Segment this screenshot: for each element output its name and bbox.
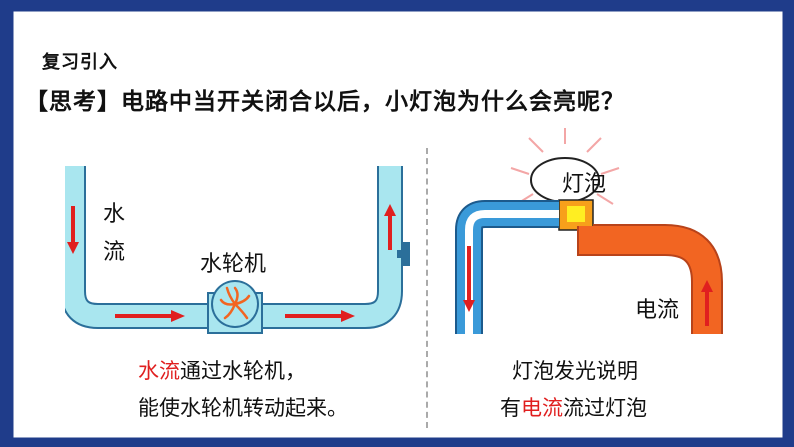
valve-icon	[397, 242, 410, 266]
right-caption-line2: 有电流流过灯泡	[500, 392, 647, 422]
left-caption-line2: 能使水轮机转动起来。	[138, 396, 348, 420]
turbine-icon	[207, 280, 263, 334]
right-caption-highlight: 电流	[521, 396, 563, 420]
label-water-char-1: 水	[103, 202, 126, 227]
right-caption-line1: 灯泡发光说明	[512, 359, 638, 383]
label-water-char-2: 流	[103, 240, 126, 265]
left-caption-rest: 通过水轮机，	[180, 359, 306, 383]
bulb-circuit-diagram	[455, 128, 723, 334]
flow-arrow-icon	[67, 204, 396, 322]
question-text: 【思考】电路中当开关闭合以后，小灯泡为什么会亮呢？	[25, 89, 625, 115]
section-title: 复习引入	[42, 52, 118, 73]
water-pipe-diagram	[65, 166, 410, 334]
label-bulb: 灯泡	[562, 172, 607, 197]
light-bulb-icon	[530, 157, 600, 231]
glow-rays	[510, 128, 620, 205]
right-caption-pre: 有	[500, 396, 521, 420]
left-caption-line1: 水流通过水轮机，	[138, 355, 306, 385]
divider-line	[426, 148, 428, 428]
label-current: 电流	[635, 298, 680, 323]
current-arrows	[463, 246, 713, 326]
left-caption-highlight: 水流	[138, 359, 180, 383]
label-turbine: 水轮机	[200, 252, 267, 277]
right-caption-post: 流过灯泡	[563, 396, 647, 420]
